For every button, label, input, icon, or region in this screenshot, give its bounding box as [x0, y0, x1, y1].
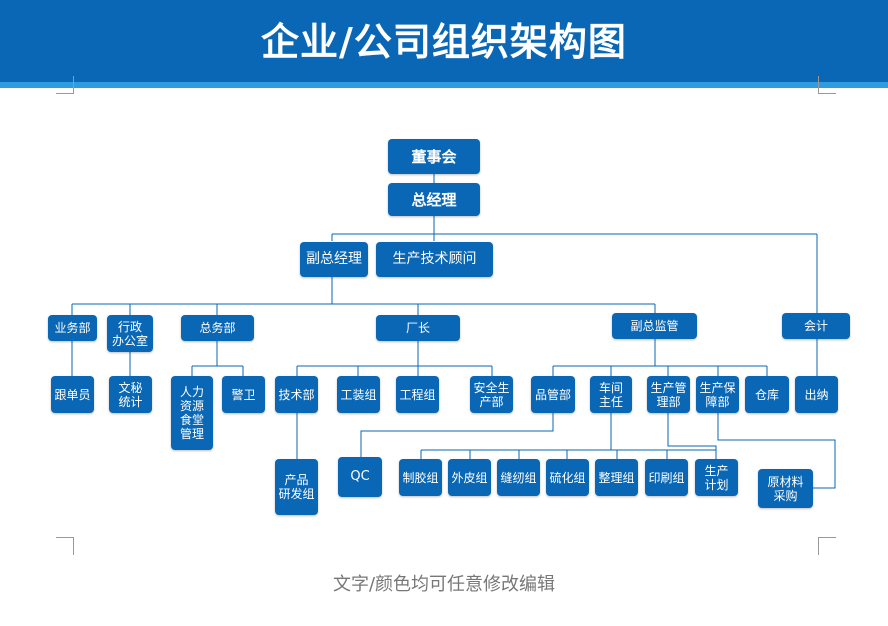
node-clerk-stats: 文秘 统计 — [109, 376, 152, 413]
node-technical-advisor: 生产技术顾问 — [376, 242, 493, 277]
node-board: 董事会 — [388, 139, 480, 174]
node-workshop-director: 车间 主任 — [590, 376, 632, 413]
node-tech-dept: 技术部 — [275, 376, 318, 413]
node-factory-director: 厂长 — [376, 315, 460, 341]
node-guard: 警卫 — [222, 376, 265, 413]
node-engineering-group: 工程组 — [396, 376, 439, 413]
node-qc: QC — [338, 457, 382, 497]
node-warehouse: 仓库 — [745, 376, 789, 413]
node-cashier: 出纳 — [795, 376, 838, 413]
node-vice-general-manager: 副总经理 — [300, 242, 368, 277]
node-production-mgmt: 生产管 理部 — [647, 376, 690, 413]
page-title: 企业/公司组织架构图 — [261, 20, 627, 64]
node-product-rd: 产品 研发组 — [275, 459, 318, 515]
node-glue-group: 制胶组 — [399, 459, 442, 496]
node-salesperson: 跟单员 — [51, 376, 94, 413]
node-general-manager: 总经理 — [388, 183, 480, 216]
crop-mark-bottom-right — [818, 537, 836, 555]
crop-mark-top-left — [56, 76, 74, 94]
node-vulcanize-group: 硫化组 — [546, 459, 589, 496]
node-qc-dept: 品管部 — [531, 376, 575, 413]
node-safety-dept: 安全生 产部 — [470, 376, 513, 413]
header-stripe — [0, 82, 888, 88]
crop-mark-top-right — [818, 76, 836, 94]
node-deputy-supervisor: 副总监管 — [612, 313, 697, 339]
node-accountant: 会计 — [782, 313, 850, 339]
node-general-affairs: 总务部 — [181, 315, 254, 341]
node-finishing-group: 整理组 — [595, 459, 638, 496]
node-hr-canteen: 人力 资源 食堂 管理 — [171, 376, 213, 450]
footer-note: 文字/颜色均可任意修改编辑 — [332, 574, 556, 595]
node-sales-dept: 业务部 — [48, 315, 97, 341]
node-printing-group: 印刷组 — [645, 459, 688, 496]
node-production-support: 生产保 障部 — [696, 376, 739, 413]
node-material-purchase: 原材料 采购 — [758, 469, 813, 508]
crop-mark-bottom-left — [56, 537, 74, 555]
node-leather-group: 外皮组 — [448, 459, 491, 496]
node-tooling-group: 工装组 — [337, 376, 380, 413]
node-production-plan: 生产 计划 — [695, 459, 738, 496]
node-sewing-group: 缝纫组 — [497, 459, 540, 496]
header-bar — [0, 0, 888, 82]
node-admin-office: 行政 办公室 — [107, 315, 153, 352]
